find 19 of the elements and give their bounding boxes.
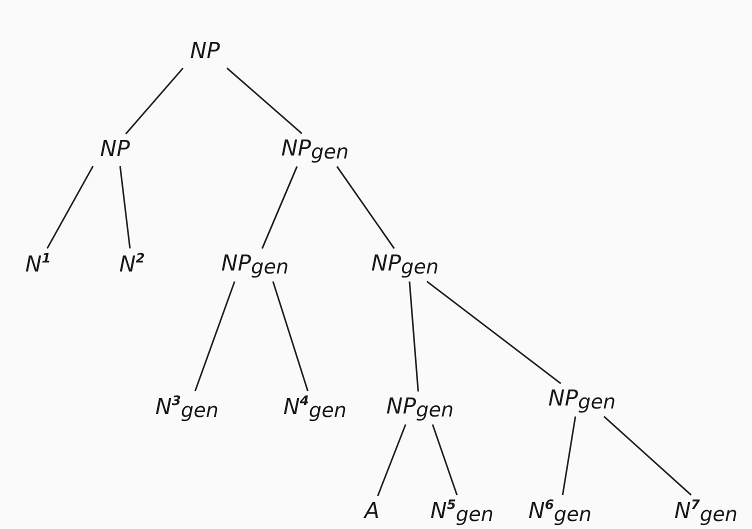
tree-branch-line bbox=[46, 166, 94, 249]
tree-branch-line bbox=[562, 416, 576, 496]
tree-branch-line bbox=[261, 166, 298, 249]
tree-node-label: N$^{1}$ bbox=[22, 250, 54, 280]
tree-node-label: N$^{2}$ bbox=[116, 250, 148, 280]
tree-branch-line bbox=[603, 416, 692, 496]
tree-branch-line bbox=[194, 281, 236, 392]
tree-branch-line bbox=[119, 166, 131, 248]
tree-node-label: NP bbox=[187, 38, 223, 66]
tree-branch-line bbox=[336, 166, 395, 249]
tree-branch-line bbox=[426, 280, 562, 384]
tree-branch-line bbox=[125, 68, 184, 134]
tree-branch-line bbox=[377, 424, 406, 496]
tree-branch-line bbox=[432, 424, 458, 496]
tree-node-label: NP bbox=[97, 136, 133, 164]
tree-branch-line bbox=[408, 281, 419, 392]
tree-node-label: A bbox=[361, 498, 383, 526]
tree-branch-line bbox=[226, 68, 302, 134]
tree-branch-line bbox=[272, 281, 309, 392]
